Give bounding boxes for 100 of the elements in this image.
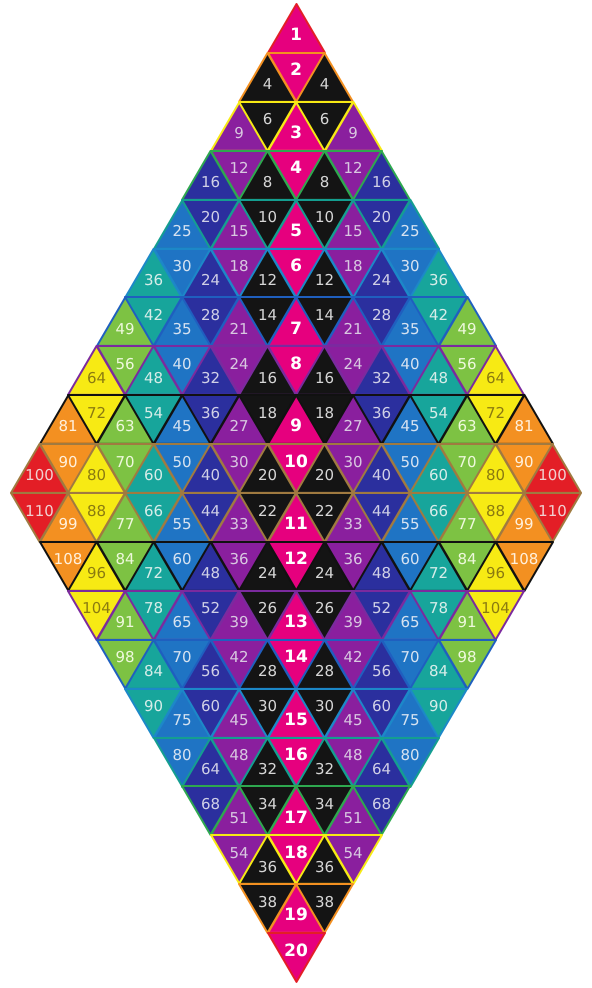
number-label: 18 [229, 257, 249, 276]
number-label: 32 [258, 760, 278, 778]
number-label: 54 [343, 844, 363, 862]
number-label: 64 [200, 760, 220, 778]
number-label: 36 [314, 858, 334, 876]
number-label: 50 [400, 452, 420, 471]
number-label: 100 [538, 466, 567, 484]
number-label: 15 [284, 710, 308, 729]
number-label: 63 [115, 417, 135, 436]
number-label: 84 [144, 662, 164, 680]
number-label: 20 [284, 942, 308, 960]
number-label: 36 [200, 404, 220, 422]
number-label: 60 [200, 697, 220, 716]
number-label: 25 [172, 222, 192, 240]
number-label: 16 [314, 368, 334, 387]
number-label: 3 [290, 124, 302, 142]
number-label: 70 [172, 648, 192, 666]
number-label: 20 [258, 466, 278, 484]
number-label: 84 [428, 662, 448, 680]
number-label: 55 [400, 515, 420, 534]
number-label: 72 [486, 404, 506, 422]
number-label: 63 [457, 417, 477, 436]
number-label: 99 [58, 515, 78, 534]
number-label: 60 [172, 550, 192, 568]
number-label: 84 [115, 550, 135, 568]
number-label: 14 [314, 306, 334, 324]
number-label: 66 [144, 502, 164, 520]
number-label: 22 [314, 502, 334, 520]
number-label: 56 [372, 662, 392, 680]
number-label: 12 [284, 550, 308, 568]
number-label: 36 [428, 270, 448, 289]
number-label: 22 [258, 502, 278, 520]
number-label: 54 [144, 404, 164, 422]
number-label: 60 [400, 550, 420, 568]
number-label: 55 [172, 515, 192, 534]
number-label: 36 [343, 550, 363, 568]
number-label: 24 [229, 354, 249, 373]
number-label: 4 [290, 159, 302, 178]
number-label: 21 [229, 320, 249, 338]
number-label: 91 [457, 613, 477, 632]
number-label: 25 [400, 222, 420, 240]
number-label: 64 [372, 760, 392, 778]
number-label: 80 [486, 466, 506, 484]
number-label: 44 [200, 502, 220, 520]
number-label: 28 [314, 662, 334, 680]
number-label: 27 [229, 417, 249, 436]
number-label: 68 [372, 794, 392, 813]
number-label: 30 [400, 257, 420, 276]
number-label: 20 [314, 466, 334, 484]
number-label: 42 [144, 306, 164, 324]
number-label: 36 [258, 858, 278, 876]
number-label: 30 [314, 697, 334, 716]
number-label: 88 [86, 502, 106, 520]
number-label: 75 [172, 710, 192, 729]
number-label: 9 [290, 417, 302, 436]
number-label: 51 [229, 808, 249, 827]
number-label: 16 [200, 172, 220, 191]
number-label: 10 [284, 452, 308, 471]
number-label: 54 [229, 844, 249, 862]
number-label: 21 [343, 320, 363, 338]
number-label: 16 [284, 746, 308, 764]
number-label: 72 [86, 404, 106, 422]
number-label: 48 [229, 746, 249, 764]
number-label: 12 [314, 270, 334, 289]
number-label: 36 [372, 404, 392, 422]
number-label: 36 [144, 270, 164, 289]
number-label: 9 [234, 124, 244, 142]
number-label: 78 [428, 599, 448, 618]
number-label: 24 [343, 354, 363, 373]
number-label: 65 [172, 613, 192, 632]
number-label: 18 [258, 404, 278, 422]
number-label: 24 [200, 270, 220, 289]
number-label: 49 [457, 320, 477, 338]
number-label: 52 [372, 599, 392, 618]
number-label: 24 [314, 564, 334, 582]
number-label: 98 [457, 648, 477, 666]
number-label: 35 [172, 320, 192, 338]
number-label: 110 [25, 502, 54, 520]
number-label: 60 [428, 466, 448, 484]
number-label: 84 [457, 550, 477, 568]
number-label: 11 [284, 515, 308, 534]
number-label: 49 [115, 320, 135, 338]
number-label: 8 [290, 354, 302, 373]
number-label: 8 [320, 172, 330, 191]
number-label: 26 [314, 599, 334, 618]
number-label: 68 [200, 794, 220, 813]
number-label: 32 [200, 368, 220, 387]
number-label: 2 [290, 61, 302, 80]
number-label: 33 [343, 515, 363, 534]
number-label: 18 [284, 844, 308, 862]
number-label: 108 [54, 550, 82, 568]
number-label: 40 [400, 354, 420, 373]
number-label: 48 [144, 368, 164, 387]
number-label: 5 [290, 222, 302, 240]
number-label: 40 [372, 466, 392, 484]
number-label: 6 [262, 110, 272, 128]
number-label: 75 [400, 710, 420, 729]
number-label: 16 [372, 172, 392, 191]
number-label: 60 [144, 466, 164, 484]
number-label: 110 [538, 502, 567, 520]
